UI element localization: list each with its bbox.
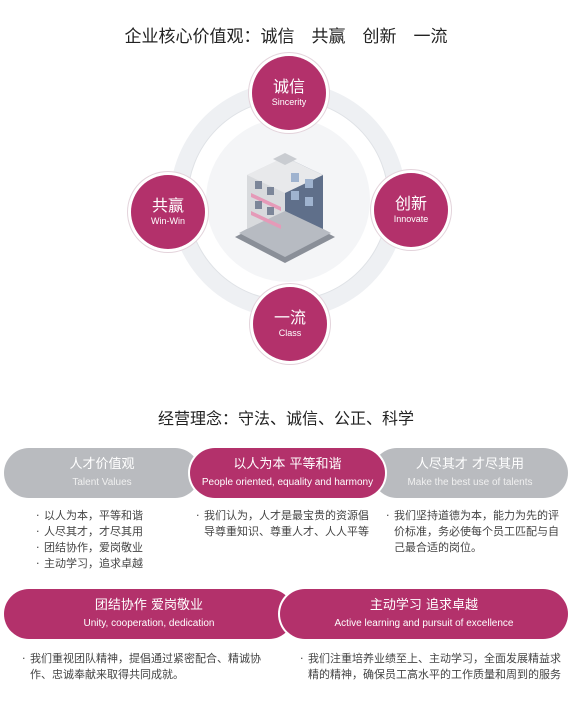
pill-en: Talent Values — [72, 477, 132, 488]
pill-active-learning: 主动学习 追求卓越 Active learning and pursuit of… — [280, 589, 568, 639]
list-item: 人尽其才，才尽其用 — [36, 524, 186, 540]
pill-en: Make the best use of talents — [407, 477, 533, 488]
pill-en: Active learning and pursuit of excellenc… — [334, 618, 514, 629]
value-zh: 创新 — [394, 194, 427, 213]
value-zh: 共赢 — [151, 196, 184, 215]
paragraph: 我们重视团队精神，提倡通过紧密配合、精诚协作、忠诚奉献来取得共同成就。 — [22, 651, 280, 683]
value-en: Sincerity — [271, 97, 307, 107]
pill-zh: 主动学习 追求卓越 — [369, 598, 479, 613]
list-item: 团结协作，爱岗敬业 — [36, 540, 186, 556]
value-en: Class — [278, 328, 302, 338]
paragraph: 我们认为，人才是最宝贵的资源倡导尊重知识、尊重人才、人人平等 — [196, 508, 376, 540]
building-illustration — [235, 153, 335, 263]
value-zh: 诚信 — [272, 77, 305, 96]
philosophy-title: 经营理念：守法、诚信、公正、科学 — [157, 409, 414, 428]
pill-zh: 以人为本 平等和谐 — [233, 457, 342, 472]
talent-values-list: 以人为本，平等和谐 人尽其才，才尽其用 团结协作，爱岗敬业 主动学习，追求卓越 — [36, 508, 186, 572]
pill-unity: 团结协作 爱岗敬业 Unity, cooperation, dedication — [4, 589, 294, 639]
value-bubble-win-win: 共赢 Win-Win — [131, 175, 205, 249]
people-oriented-text: 我们认为，人才是最宝贵的资源倡导尊重知识、尊重人才、人人平等 — [196, 508, 376, 540]
unity-text: 我们重视团队精神，提倡通过紧密配合、精诚协作、忠诚奉献来取得共同成就。 — [22, 651, 280, 683]
paragraph: 我们坚持道德为本，能力为先的评价标准，务必使每个员工匹配与自己最合适的岗位。 — [386, 508, 564, 556]
value-en: Win-Win — [151, 216, 185, 226]
paragraph: 我们注重培养业绩至上、主动学习，全面发展精益求精的精神，确保员工高水平的工作质量… — [300, 651, 562, 683]
pill-people-oriented: 以人为本 平等和谐 People oriented, equality and … — [190, 448, 385, 498]
pill-zh: 人才价值观 — [69, 457, 135, 472]
value-bubble-class: 一流 Class — [253, 287, 327, 361]
value-bubble-innovate: 创新 Innovate — [374, 173, 448, 247]
value-bubble-sincerity: 诚信 Sincerity — [252, 56, 326, 130]
pill-en: Unity, cooperation, dedication — [83, 618, 215, 629]
pill-en: People oriented, equality and harmony — [201, 477, 374, 488]
best-use-text: 我们坚持道德为本，能力为先的评价标准，务必使每个员工匹配与自己最合适的岗位。 — [386, 508, 564, 556]
pill-zh: 人尽其才 才尽其用 — [415, 457, 525, 472]
value-en: Innovate — [393, 214, 429, 224]
pill-talent-values: 人才价值观 Talent Values — [4, 448, 200, 498]
pill-best-use: 人尽其才 才尽其用 Make the best use of talents — [372, 448, 568, 498]
list-item: 以人为本，平等和谐 — [36, 508, 186, 524]
pill-zh: 团结协作 爱岗敬业 — [94, 598, 204, 613]
core-values-title: 企业核心价值观：诚信 共赢 创新 一流 — [124, 27, 448, 47]
learning-text: 我们注重培养业绩至上、主动学习，全面发展精益求精的精神，确保员工高水平的工作质量… — [300, 651, 562, 683]
value-zh: 一流 — [273, 308, 306, 327]
list-item: 主动学习，追求卓越 — [36, 556, 186, 572]
